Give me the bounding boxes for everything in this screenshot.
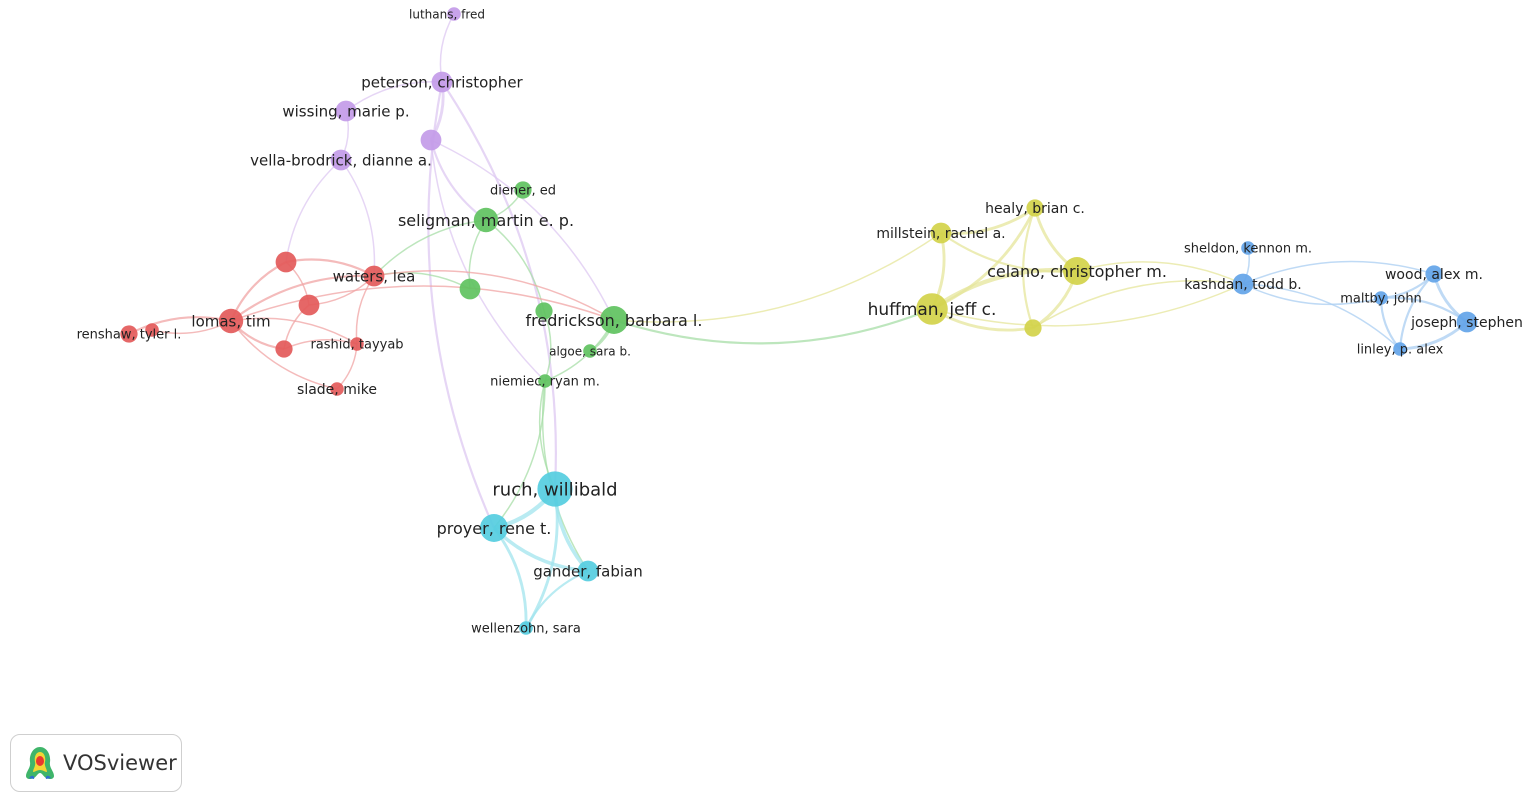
link-huffman-kashdan xyxy=(931,283,1244,327)
link-vellabrodrick-red_unl1 xyxy=(285,159,342,263)
labels-layer: luthans, fred peterson, christopher wissin… xyxy=(77,7,1523,636)
link-vellabrodrick-waters xyxy=(340,159,376,277)
node-diener[interactable] xyxy=(514,181,532,199)
vosviewer-badge: VOSviewer xyxy=(10,734,182,792)
node-gander[interactable] xyxy=(577,560,599,582)
link-healy-millstein xyxy=(940,206,1036,235)
node-vellabrodrick[interactable] xyxy=(330,149,352,171)
node-luthans[interactable] xyxy=(447,7,461,21)
node-label-luthans[interactable]: luthans, fred xyxy=(409,7,485,21)
node-label-vellabrodrick[interactable]: vella-brodrick, dianne a. xyxy=(250,151,432,169)
node-green_unl2[interactable] xyxy=(535,302,553,320)
node-label-slade[interactable]: slade, mike xyxy=(297,382,377,398)
link-wood-linley xyxy=(1398,273,1435,350)
link-kashdan-linley xyxy=(1242,283,1401,350)
link-lomas-fredrickson xyxy=(230,285,615,322)
node-yellow_unl[interactable] xyxy=(1024,319,1042,337)
link-kashdan-wood xyxy=(1242,260,1435,285)
node-label-healy[interactable]: healy, brian c. xyxy=(985,201,1085,217)
node-label-wissing[interactable]: wissing, marie p. xyxy=(282,102,409,120)
link-waters-rashid xyxy=(355,275,375,345)
node-red_unl1[interactable] xyxy=(275,251,297,273)
node-label-niemiec[interactable]: niemiec, ryan m. xyxy=(490,375,600,390)
app-name: VOSviewer xyxy=(63,751,177,775)
link-purple_unl-seligman xyxy=(429,139,487,221)
node-fredrickson[interactable] xyxy=(600,306,628,334)
node-purple_unl[interactable] xyxy=(420,129,442,151)
link-kashdan-maltby xyxy=(1242,283,1382,306)
link-millstein-fredrickson xyxy=(613,232,942,323)
node-green_unl[interactable] xyxy=(459,278,481,300)
node-proyer[interactable] xyxy=(480,514,508,542)
node-label-kashdan[interactable]: kashdan, todd b. xyxy=(1184,277,1301,293)
link-celano-kashdan xyxy=(1076,261,1244,285)
node-celano[interactable] xyxy=(1063,257,1091,285)
node-maltby[interactable] xyxy=(1374,291,1388,305)
node-label-wood[interactable]: wood, alex m. xyxy=(1385,267,1483,283)
link-purple_unl-niemiec xyxy=(430,139,546,382)
node-joseph[interactable] xyxy=(1456,311,1478,333)
node-seligman[interactable] xyxy=(473,207,499,233)
node-label-celano[interactable]: celano, christopher m. xyxy=(987,262,1167,281)
node-linley[interactable] xyxy=(1393,342,1407,356)
node-label-renshaw[interactable]: renshaw, tyler l. xyxy=(77,328,182,343)
node-label-peterson[interactable]: peterson, christopher xyxy=(361,73,523,91)
node-wood[interactable] xyxy=(1425,265,1443,283)
node-ruch[interactable] xyxy=(537,471,573,507)
node-kashdan[interactable] xyxy=(1232,273,1254,295)
node-huffman[interactable] xyxy=(916,293,948,325)
node-label-rashid[interactable]: rashid, tayyab xyxy=(310,338,403,353)
node-label-huffman[interactable]: huffman, jeff c. xyxy=(868,300,997,320)
node-label-linley[interactable]: linley, p. alex xyxy=(1357,343,1444,358)
node-waters[interactable] xyxy=(363,265,385,287)
node-peterson[interactable] xyxy=(431,71,453,93)
node-label-ruch[interactable]: ruch, willibald xyxy=(492,479,617,500)
node-label-sheldon[interactable]: sheldon, kennon m. xyxy=(1184,242,1312,257)
node-algoe[interactable] xyxy=(583,344,597,358)
node-wissing[interactable] xyxy=(335,100,357,122)
node-label-lomas[interactable]: lomas, tim xyxy=(191,312,270,330)
link-purple_unl-fredrickson xyxy=(430,139,615,321)
link-peterson-ruch xyxy=(441,81,557,490)
link-waters-fredrickson xyxy=(373,270,615,321)
link-lomas-slade xyxy=(230,320,338,390)
link-seligman-waters xyxy=(373,219,487,277)
node-label-millstein[interactable]: millstein, rachel a. xyxy=(876,226,1005,242)
link-fredrickson-huffman xyxy=(613,307,933,345)
link-niemiec-proyer xyxy=(493,380,546,529)
node-label-joseph[interactable]: joseph, stephen xyxy=(1410,315,1523,331)
node-label-gander[interactable]: gander, fabian xyxy=(533,562,643,580)
link-celano-huffman xyxy=(930,267,1078,311)
node-sheldon[interactable] xyxy=(1241,241,1255,255)
link-waters-lomas xyxy=(230,274,375,322)
node-red_unl3[interactable] xyxy=(145,323,159,337)
node-rashid[interactable] xyxy=(350,337,364,351)
node-red_unl2[interactable] xyxy=(298,294,320,316)
node-label-algoe[interactable]: algoe, sara b. xyxy=(549,344,631,358)
node-label-seligman[interactable]: seligman, martin e. p. xyxy=(398,211,574,230)
node-wellenzohn[interactable] xyxy=(519,621,533,635)
link-healy-huffman xyxy=(931,207,1037,311)
node-label-fredrickson[interactable]: fredrickson, barbara l. xyxy=(526,311,703,330)
node-slade[interactable] xyxy=(330,382,344,396)
node-millstein[interactable] xyxy=(930,222,952,244)
nodes-layer xyxy=(120,7,1478,635)
node-red_unl4[interactable] xyxy=(275,340,293,358)
node-niemiec[interactable] xyxy=(538,374,552,388)
node-renshaw[interactable] xyxy=(120,325,138,343)
link-yellow_unl-kashdan xyxy=(1032,279,1244,329)
node-label-diener[interactable]: diener, ed xyxy=(490,184,556,199)
node-label-maltby[interactable]: maltby, john xyxy=(1340,292,1422,307)
link-peterson-wissing xyxy=(345,81,443,112)
node-label-proyer[interactable]: proyer, rene t. xyxy=(437,519,552,538)
node-healy[interactable] xyxy=(1026,199,1044,217)
link-lomas-rashid xyxy=(230,317,358,345)
node-lomas[interactable] xyxy=(218,308,244,334)
node-label-wellenzohn[interactable]: wellenzohn, sara xyxy=(471,622,581,637)
vosviewer-logo-icon xyxy=(26,747,54,780)
node-label-waters[interactable]: waters, lea xyxy=(333,267,416,285)
